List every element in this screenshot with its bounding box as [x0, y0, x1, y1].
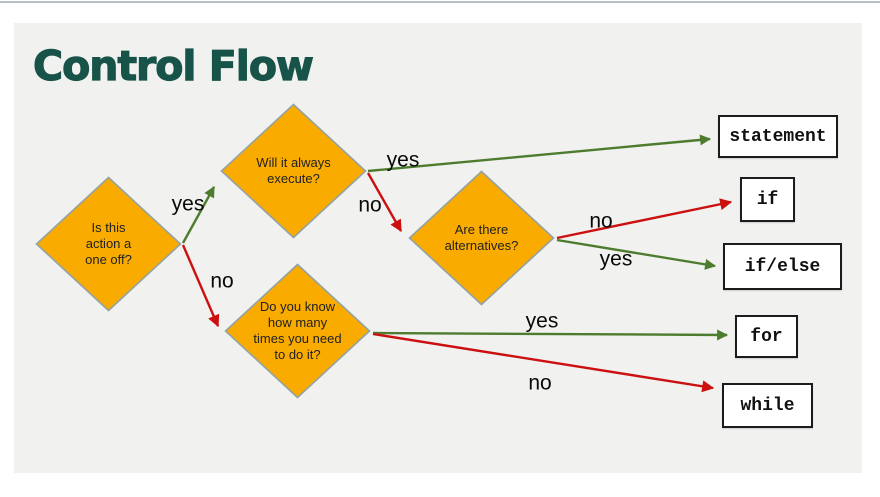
result-box-if-else: if/else [723, 243, 842, 290]
decision-always-execute: Will it always execute? [220, 103, 367, 239]
decision-alternatives-label: Are there alternatives? [444, 222, 519, 253]
result-label: if/else [744, 256, 821, 277]
result-box-for: for [735, 315, 798, 358]
result-box-if: if [740, 177, 795, 222]
edge-label-yes: yes [525, 309, 559, 333]
result-label: if [756, 189, 779, 210]
result-label: statement [729, 126, 827, 147]
diamond-shape [220, 103, 367, 239]
edge-yes-to-statement [367, 134, 712, 173]
diamond-shape [224, 263, 371, 399]
edge-label-yes: yes [171, 192, 205, 216]
diamond-shape [35, 176, 182, 312]
decision-alternatives: Are there alternatives? [408, 170, 555, 306]
page-title: Control Flow [32, 41, 314, 90]
decision-always-execute-label: Will it always execute? [256, 155, 331, 186]
edge-no-to-alternatives [366, 172, 403, 233]
result-box-statement: statement [718, 115, 838, 158]
result-label: for [750, 326, 783, 347]
edge-label-no: no [358, 193, 382, 217]
edge-label-no: no [210, 269, 234, 293]
edge-no-to-while [372, 332, 715, 393]
edge-label-yes: yes [386, 148, 420, 172]
edge-yes-to-for [372, 329, 729, 341]
decision-one-off-label: Is this action a one off? [85, 220, 132, 267]
edge-label-yes: yes [599, 247, 633, 271]
edge-no-to-times-check [181, 244, 220, 328]
edge-label-no: no [589, 209, 613, 233]
edge-no-to-if [556, 198, 733, 240]
decision-how-many-times-label: Do you know how many times you need to d… [253, 299, 342, 362]
edge-yes-to-execute-check [181, 186, 216, 244]
edge-label-no: no [528, 371, 552, 395]
edge-yes-to-ifelse [556, 238, 717, 270]
result-label: while [740, 395, 795, 416]
decision-how-many-times: Do you know how many times you need to d… [224, 263, 371, 399]
decision-one-off: Is this action a one off? [35, 176, 182, 312]
diamond-shape [408, 170, 555, 306]
top-border-line [0, 1, 880, 3]
result-box-while: while [722, 383, 813, 428]
